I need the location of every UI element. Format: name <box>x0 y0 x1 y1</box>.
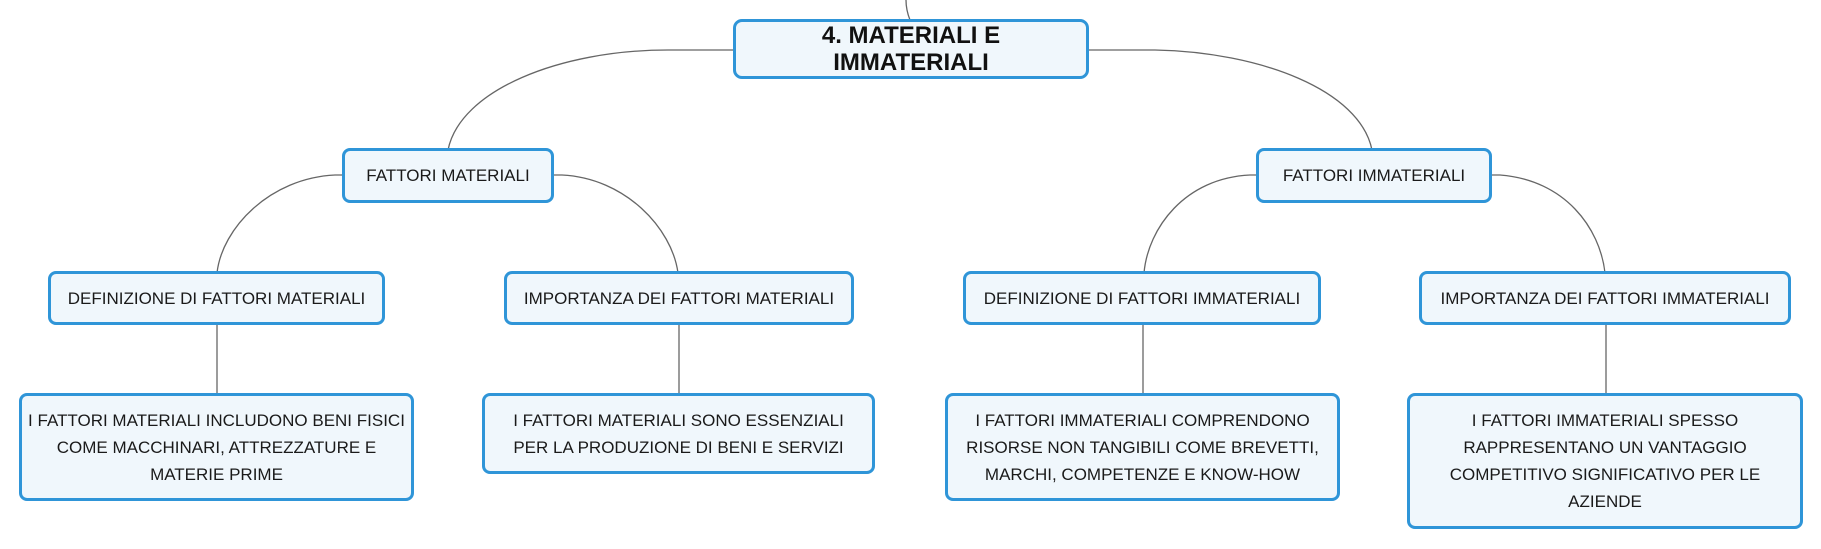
node-definizione-fattori-immateriali[interactable]: DEFINIZIONE DI FATTORI IMMATERIALI <box>963 271 1321 325</box>
connector-root-to-fattori-materiali <box>447 49 736 151</box>
connector-materiali-to-definizione <box>216 174 345 274</box>
detail-text: I FATTORI MATERIALI INCLUDONO BENI FISIC… <box>28 410 405 484</box>
connector-root-to-fattori-immateriali <box>1087 49 1373 151</box>
connector-materiali-to-importanza <box>552 174 679 274</box>
branch-node-fattori-materiali[interactable]: FATTORI MATERIALI <box>342 148 554 203</box>
detail-node-definizione-immateriali[interactable]: I FATTORI IMMATERIALI COMPRENDONO RISORS… <box>945 393 1340 501</box>
node-label: DEFINIZIONE DI FATTORI MATERIALI <box>67 288 366 308</box>
connector-immateriali-to-definizione <box>1143 174 1259 274</box>
branch-label: FATTORI IMMATERIALI <box>1282 166 1466 185</box>
node-importanza-fattori-materiali[interactable]: IMPORTANZA DEI FATTORI MATERIALI <box>504 271 854 325</box>
detail-text: I FATTORI IMMATERIALI SPESSO RAPPRESENTA… <box>1449 411 1761 511</box>
detail-node-definizione-materiali[interactable]: I FATTORI MATERIALI INCLUDONO BENI FISIC… <box>19 393 414 501</box>
detail-text: I FATTORI IMMATERIALI COMPRENDONO RISORS… <box>966 410 1319 484</box>
detail-node-importanza-materiali[interactable]: I FATTORI MATERIALI SONO ESSENZIALI PER … <box>482 393 875 474</box>
connector-immateriali-to-importanza <box>1490 174 1606 274</box>
node-importanza-fattori-immateriali[interactable]: IMPORTANZA DEI FATTORI IMMATERIALI <box>1419 271 1791 325</box>
node-label: IMPORTANZA DEI FATTORI MATERIALI <box>523 288 835 308</box>
node-definizione-fattori-materiali[interactable]: DEFINIZIONE DI FATTORI MATERIALI <box>48 271 385 325</box>
root-node[interactable]: 4. MATERIALI E IMMATERIALI <box>733 19 1089 79</box>
node-label: DEFINIZIONE DI FATTORI IMMATERIALI <box>983 288 1301 308</box>
branch-label: FATTORI MATERIALI <box>366 166 530 185</box>
detail-node-importanza-immateriali[interactable]: I FATTORI IMMATERIALI SPESSO RAPPRESENTA… <box>1407 393 1803 529</box>
node-label: IMPORTANZA DEI FATTORI IMMATERIALI <box>1440 288 1770 308</box>
root-label: 4. MATERIALI E IMMATERIALI <box>821 22 1001 76</box>
connector-parent-to-root <box>905 0 911 21</box>
detail-text: I FATTORI MATERIALI SONO ESSENZIALI PER … <box>513 410 844 457</box>
branch-node-fattori-immateriali[interactable]: FATTORI IMMATERIALI <box>1256 148 1492 203</box>
